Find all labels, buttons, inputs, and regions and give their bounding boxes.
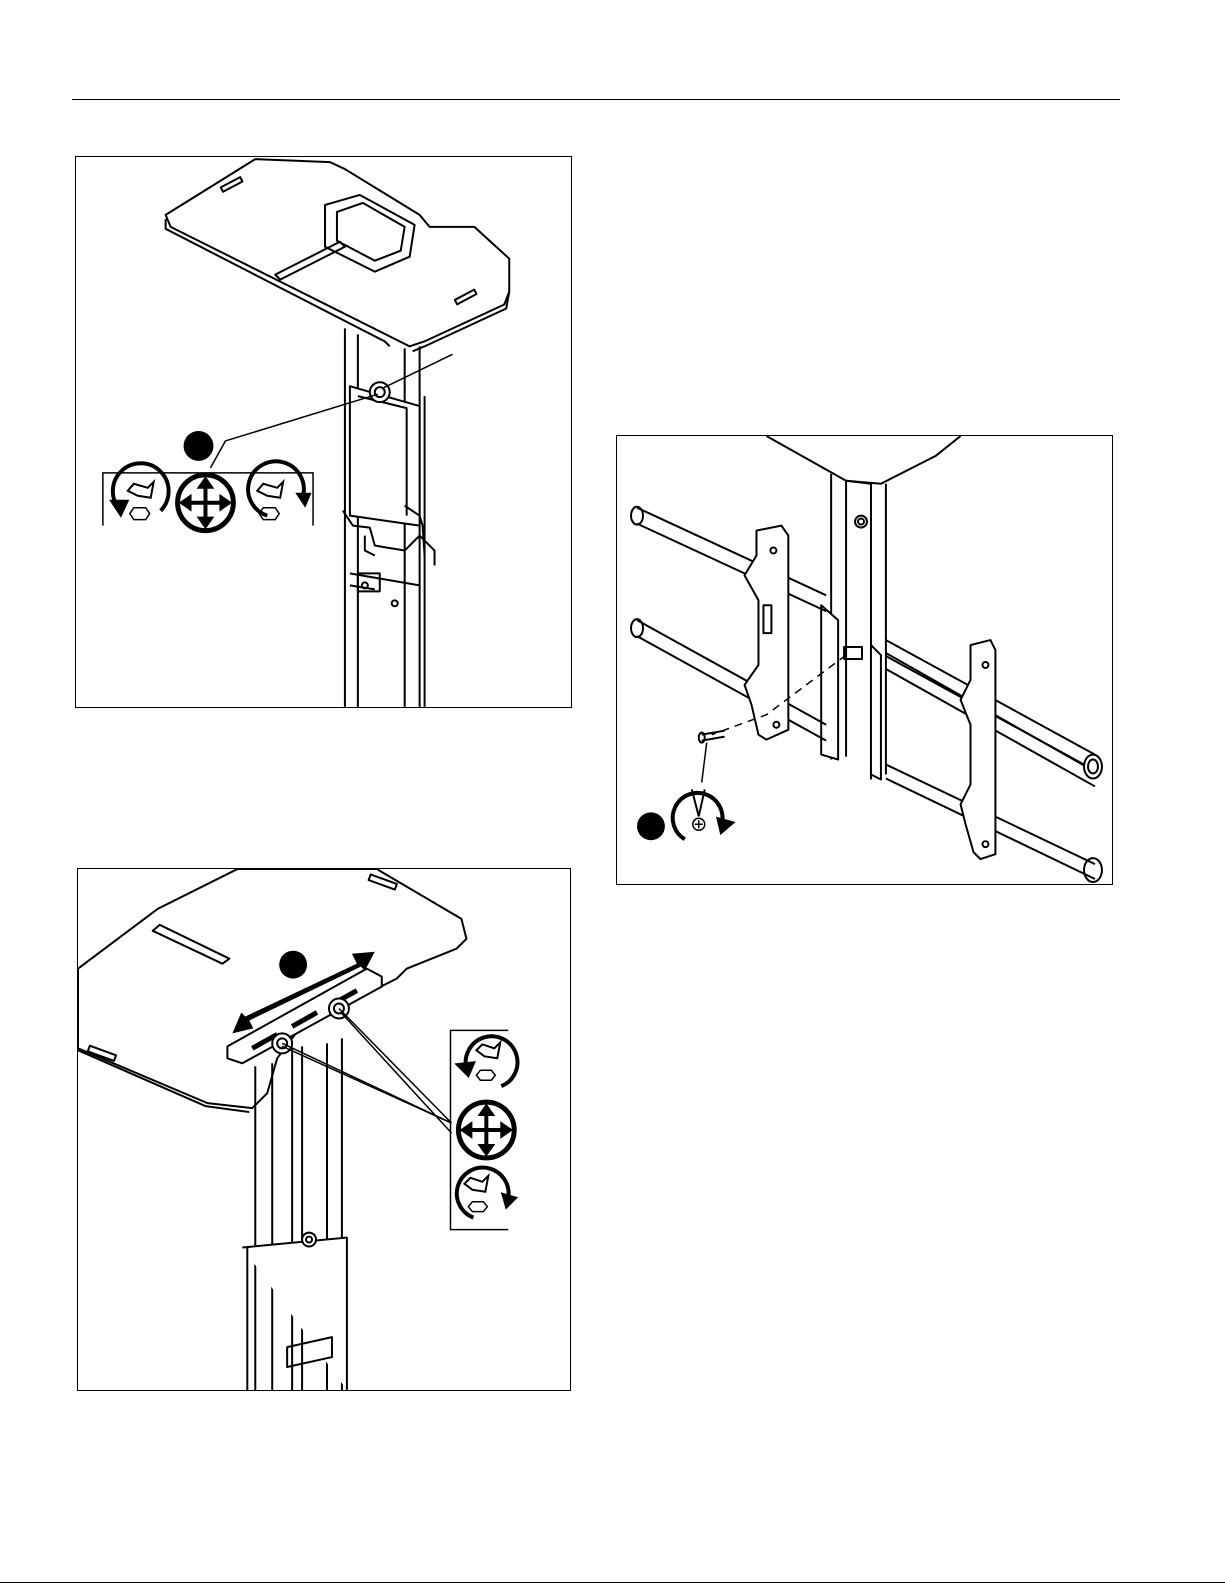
- loosen-icon: [456, 1036, 517, 1086]
- loosen-icon: [111, 463, 169, 519]
- screw-tighten-icon: [673, 789, 735, 839]
- step-marker: [637, 812, 665, 840]
- lower-rail: [637, 620, 826, 740]
- illustration-plate-shift-adjust: [77, 868, 571, 1391]
- mounting-plate: [766, 436, 960, 484]
- adjust-icon: [178, 475, 234, 531]
- adjust-knob-left: [272, 1033, 292, 1053]
- illustration-rail-attach: [616, 435, 1113, 885]
- tighten-icon: [248, 461, 310, 519]
- footer-rule: [0, 1582, 1225, 1583]
- step-marker: [184, 431, 214, 461]
- illustration-c-drawing: [617, 436, 1112, 884]
- illustration-b-drawing: [78, 869, 570, 1390]
- adjust-knob: [370, 382, 390, 402]
- upper-rail: [637, 508, 826, 612]
- header-rule: [72, 99, 1120, 100]
- illustration-plate-height-adjust: [75, 156, 572, 708]
- right-rail-bracket: [961, 640, 996, 859]
- tighten-icon: [457, 1168, 516, 1218]
- step-marker: [279, 951, 307, 979]
- adjust-icon: [458, 1102, 514, 1158]
- illustration-a-drawing: [76, 157, 571, 707]
